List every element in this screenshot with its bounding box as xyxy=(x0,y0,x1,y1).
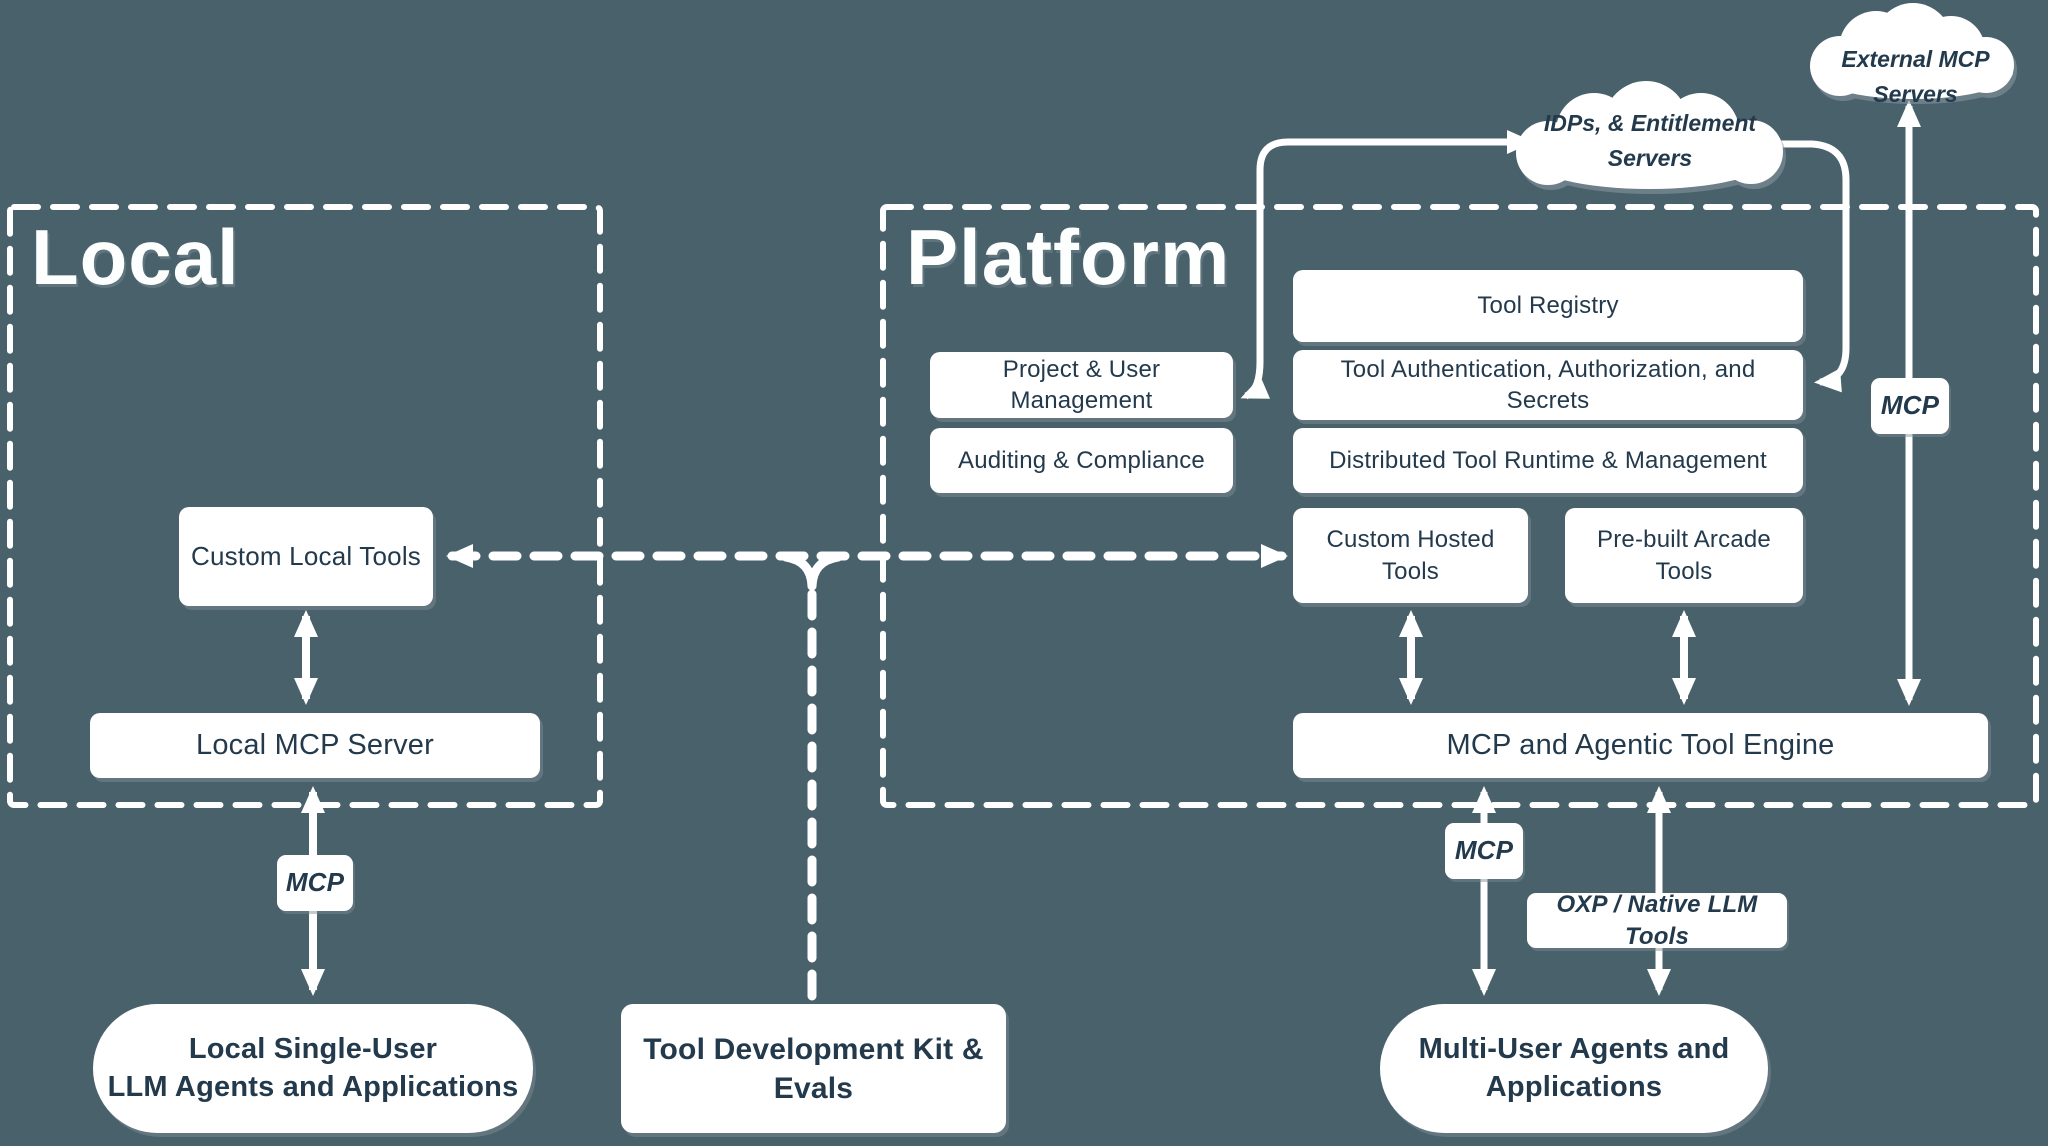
multi-user-agents-line1: Multi-User Agents and xyxy=(1418,1032,1730,1065)
local-region-title: Local xyxy=(31,213,240,301)
external-mcp-cloud xyxy=(1810,3,2014,99)
custom-hosted-tools-box: Custom Hosted Tools xyxy=(1293,508,1528,603)
distributed-runtime-box: Distributed Tool Runtime & Management xyxy=(1293,428,1803,493)
arrow-idps-to-tool-auth xyxy=(1714,132,1850,393)
multi-user-agents-line2: Applications xyxy=(1485,1070,1663,1103)
local-agents-pill: Local Single-User LLM Agents and Applica… xyxy=(93,1004,533,1133)
platform-region-title: Platform xyxy=(906,213,1231,301)
tool-registry-box: Tool Registry xyxy=(1293,270,1803,342)
local-mcp-server-box: Local MCP Server xyxy=(90,713,540,778)
idps-cloud xyxy=(1516,81,1783,189)
mcp-label-local: MCP xyxy=(277,855,353,911)
mcp-engine-box: MCP and Agentic Tool Engine xyxy=(1293,713,1988,778)
prebuilt-arcade-tools-box: Pre-built Arcade Tools xyxy=(1565,508,1803,603)
local-agents-line2: LLM Agents and Applications xyxy=(107,1070,519,1103)
tool-dev-kit-box: Tool Development Kit & Evals xyxy=(621,1004,1006,1133)
external-mcp-cloud-label: External MCP Servers xyxy=(1841,46,1990,107)
project-user-management-box: Project & User Management xyxy=(930,352,1233,418)
auditing-compliance-box: Auditing & Compliance xyxy=(930,428,1233,493)
tdk-branch-elbow-right xyxy=(807,552,843,591)
mcp-label-platform: MCP xyxy=(1445,823,1523,879)
idps-cloud-label: IDPs, & Entitlement Servers xyxy=(1543,110,1757,171)
multi-user-agents-pill: Multi-User Agents and Applications xyxy=(1380,1004,1768,1133)
arrow-project-mgmt-to-idps xyxy=(1240,130,1534,400)
local-region-border xyxy=(7,204,603,808)
tool-auth-box: Tool Authentication, Authorization, and … xyxy=(1293,350,1803,420)
mcp-label-external: MCP xyxy=(1871,378,1949,434)
custom-local-tools-box: Custom Local Tools xyxy=(179,507,433,606)
local-agents-line1: Local Single-User xyxy=(188,1032,438,1065)
oxp-label: OXP / Native LLM Tools xyxy=(1527,891,1787,950)
